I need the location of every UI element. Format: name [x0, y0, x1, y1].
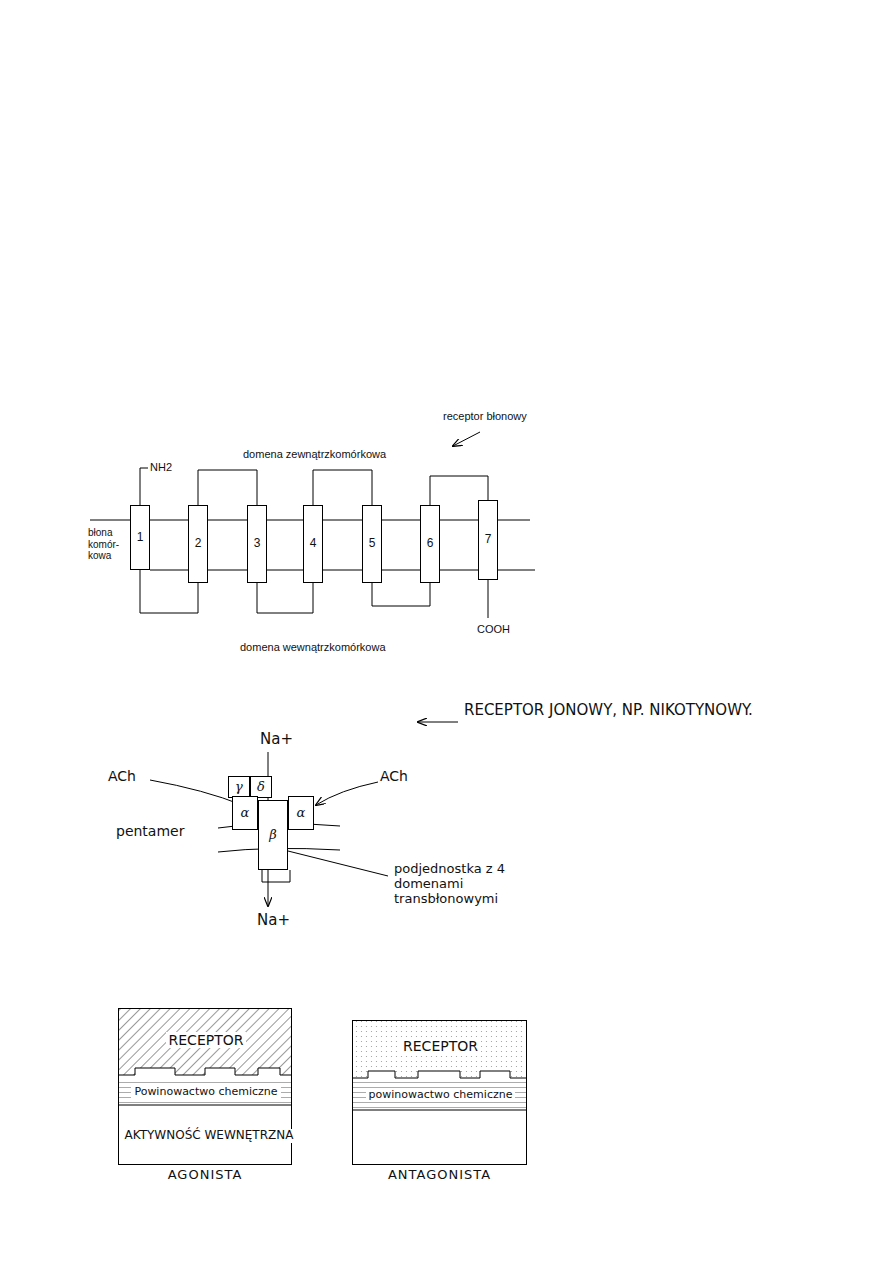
figure-caption: AGONISTA — [119, 1167, 291, 1182]
transmembrane-segment: 2 — [188, 505, 208, 583]
node-text: RECEPTOR — [166, 1032, 247, 1048]
node-text: 5 — [369, 537, 376, 551]
figure-caption: ANTAGONISTA — [353, 1167, 526, 1182]
node-text: α — [241, 806, 250, 821]
loop-connector — [257, 583, 313, 613]
transmembrane-segment: 4 — [303, 505, 323, 583]
loop-connector — [198, 470, 257, 505]
receptor-dots — [352, 1020, 527, 1078]
subunit-box: δ — [250, 776, 272, 798]
node-text: AKTYWNOŚĆ WEWNĘTRZNA — [122, 1129, 297, 1143]
band-line — [118, 1105, 292, 1106]
pointer-arrow — [453, 432, 480, 446]
node-text: 3 — [254, 537, 261, 551]
diagram-frame: AGONISTARECEPTORPowinowactwo chemiczneAK… — [118, 1008, 292, 1165]
activity-band: AKTYWNOŚĆ WEWNĘTRZNA — [119, 1107, 299, 1165]
subunit-box: α — [232, 796, 258, 830]
terminal-line — [488, 580, 489, 618]
node-text: β — [269, 828, 277, 843]
pointer-arrow — [418, 722, 458, 723]
affinity-band: Powinowactwo chemiczne — [119, 1077, 293, 1107]
node-text: 1 — [137, 531, 144, 545]
loop-connector — [372, 583, 430, 606]
transmembrane-segment: 7 — [478, 500, 498, 580]
node-text: 4 — [310, 537, 317, 551]
leader-line — [284, 850, 388, 876]
subunit-box: γ — [228, 776, 250, 798]
ion-label: Na+ — [260, 731, 300, 748]
caption-text: receptor błonowy — [443, 410, 563, 423]
node-text: 6 — [427, 537, 434, 551]
transmembrane-segment: 1 — [130, 505, 150, 570]
receptor-band: RECEPTOR — [119, 1009, 293, 1071]
node-text: 7 — [485, 533, 492, 547]
terminal-line — [140, 468, 148, 505]
diagram-frame: ANTAGONISTARECEPTORpowinowactwo chemiczn… — [352, 1020, 527, 1165]
binding-profile — [352, 1071, 527, 1078]
receptor-hatch — [118, 1008, 292, 1075]
subunit-box: β — [258, 800, 288, 870]
region-label: domena zewnątrzkomórkowa — [243, 448, 443, 461]
node-text: δ — [257, 780, 265, 795]
receptor-band: RECEPTOR — [353, 1021, 528, 1071]
transmembrane-segment: 3 — [247, 505, 267, 583]
callout-text: podjednostka z 4 domenami transbłonowymi — [394, 862, 554, 907]
ligand-label: ACh — [380, 768, 420, 784]
node-text: 2 — [195, 537, 202, 551]
transmembrane-segment: 6 — [420, 505, 440, 583]
affinity-band: powinowactwo chemiczne — [353, 1079, 528, 1111]
caption-text: RECEPTOR JONOWY, NP. NIKOTYNOWY. — [464, 702, 804, 719]
band-line — [352, 1110, 527, 1111]
node-text: RECEPTOR — [400, 1038, 481, 1054]
loop-connector — [313, 470, 372, 505]
terminus-label: NH2 — [150, 461, 190, 474]
structure-label: pentamer — [116, 823, 206, 839]
affinity-stripes — [118, 1078, 292, 1105]
ligand-label: ACh — [108, 768, 148, 784]
binding-profile — [118, 1068, 292, 1075]
pointer-arrow — [316, 782, 378, 805]
node-text: α — [297, 806, 306, 821]
node-text: Powinowactwo chemiczne — [131, 1086, 280, 1099]
region-label: domena wewnątrzkomórkowa — [240, 641, 440, 654]
node-text: powinowactwo chemiczne — [366, 1089, 516, 1102]
ion-label: Na+ — [257, 912, 297, 929]
terminus-label: COOH — [477, 623, 527, 636]
subunit-outline — [262, 870, 290, 882]
membrane-label: błona komór- kowa — [88, 527, 128, 562]
transmembrane-segment: 5 — [362, 505, 382, 583]
node-text: γ — [235, 780, 243, 795]
affinity-stripes — [352, 1081, 527, 1110]
subunit-box: α — [288, 796, 314, 830]
